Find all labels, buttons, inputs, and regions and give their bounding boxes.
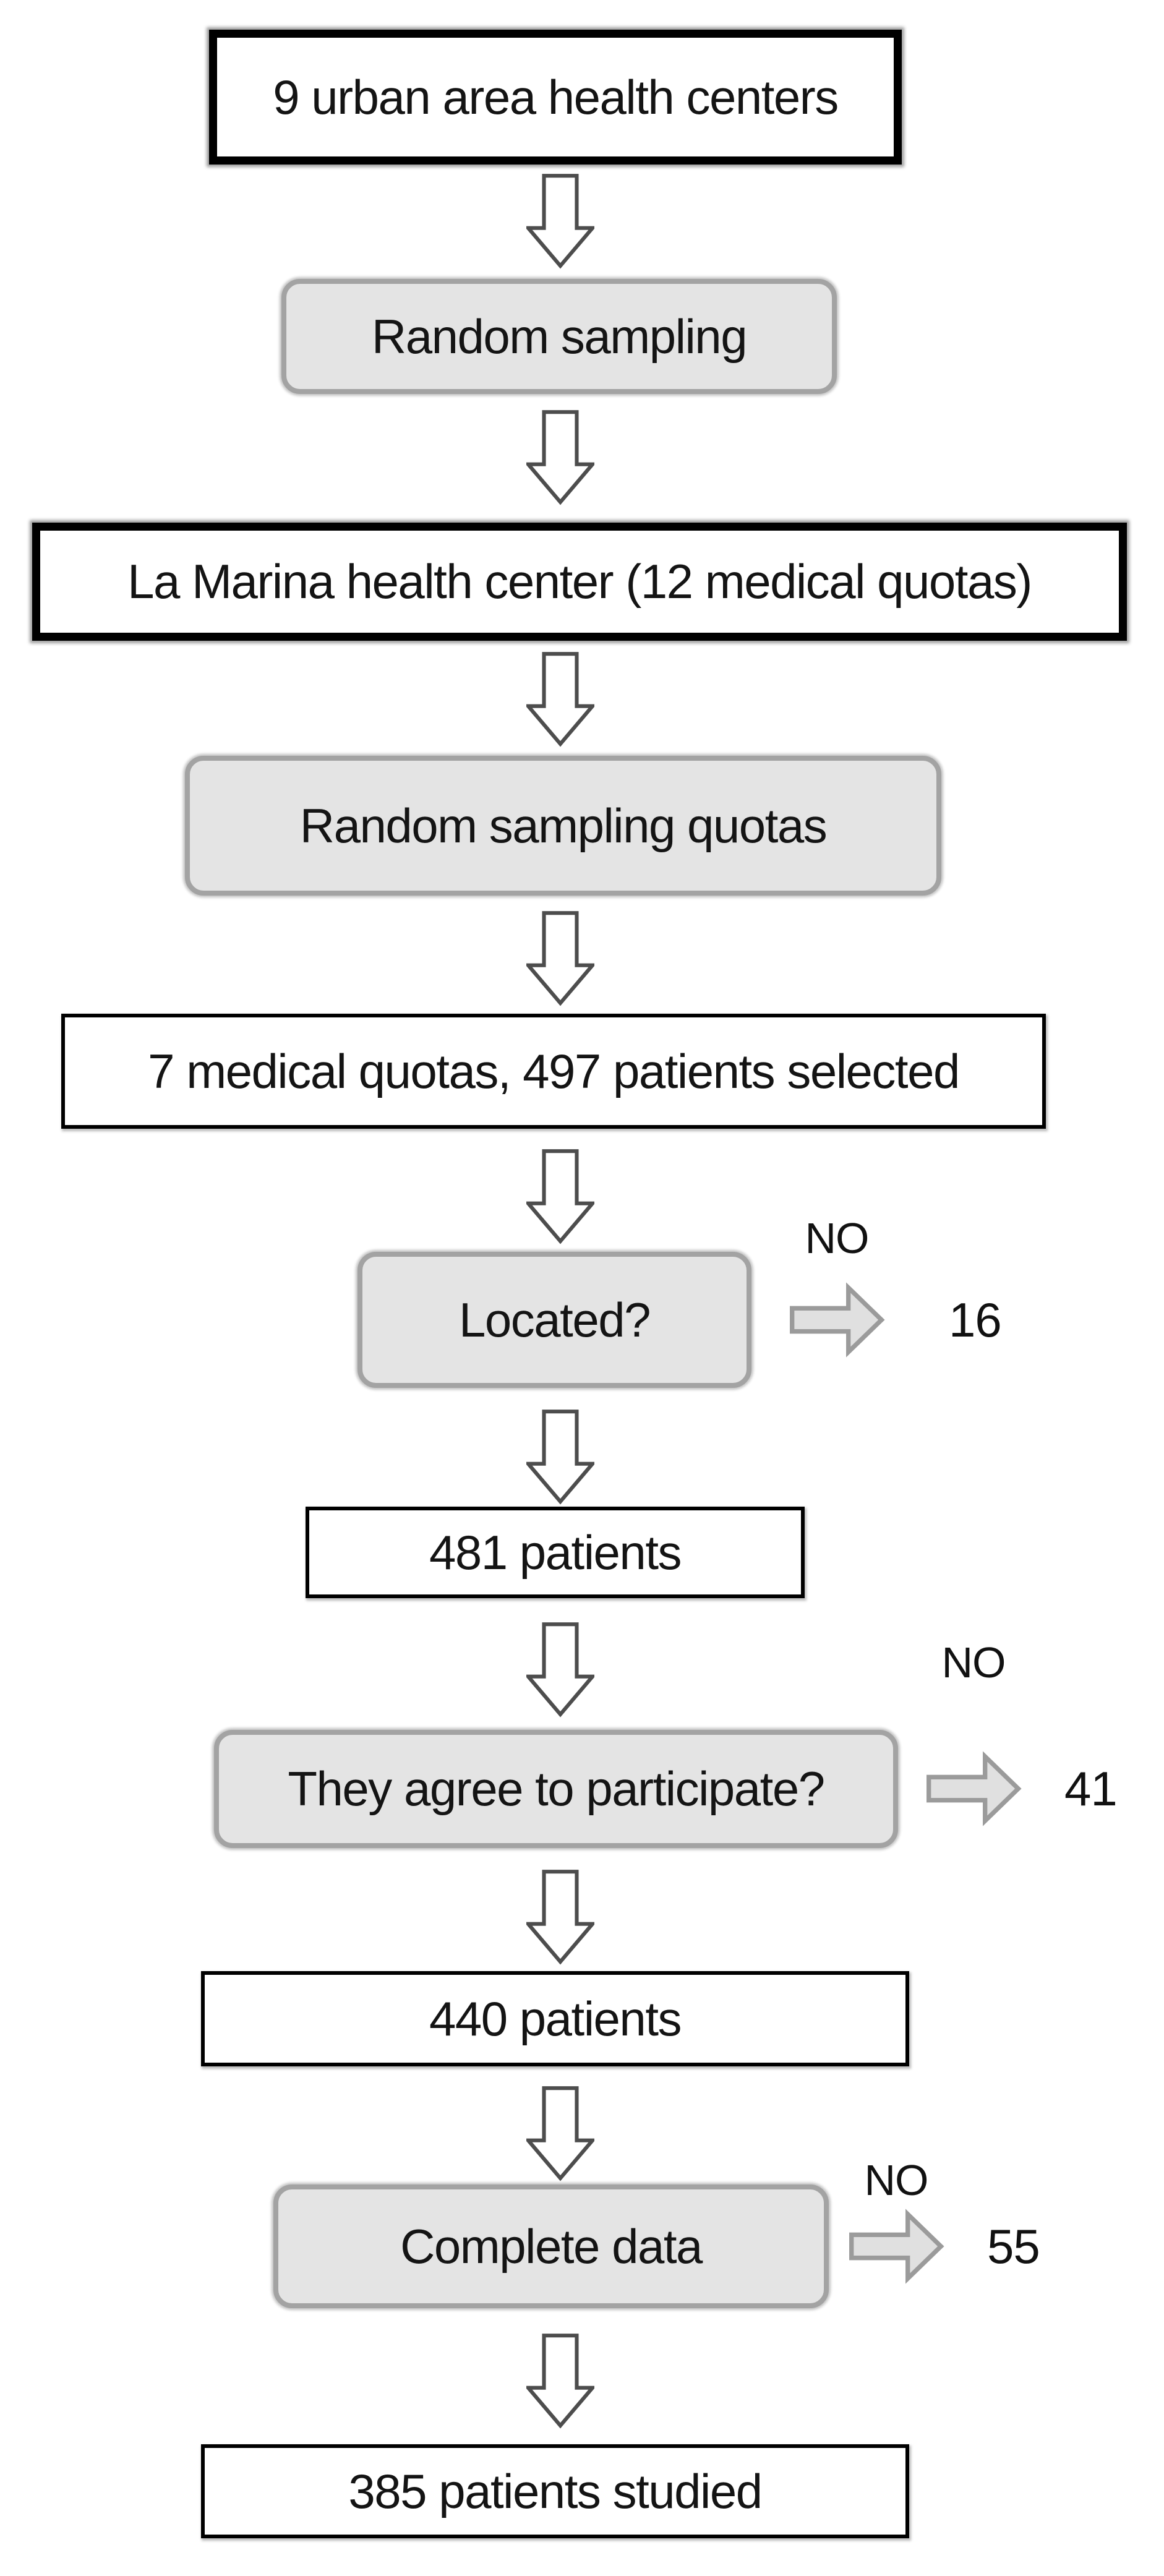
node-la-marina: La Marina health center (12 medical quot…: [32, 523, 1127, 641]
node-patients-440: 440 patients: [201, 1971, 909, 2066]
node-patients-385-label: 385 patients studied: [348, 2463, 763, 2518]
right-arrow-icon: [926, 1751, 1022, 1826]
node-agree-participate-label: They agree to participate?: [288, 1761, 825, 1816]
down-arrow-icon: [526, 2334, 594, 2429]
branch-no-label: NO: [941, 1638, 1006, 1687]
node-quotas-patients-label: 7 medical quotas, 497 patients selected: [148, 1043, 960, 1098]
node-urban-centers-label: 9 urban area health centers: [273, 69, 839, 124]
node-located: Located?: [357, 1252, 751, 1388]
node-la-marina-label: La Marina health center (12 medical quot…: [127, 554, 1032, 609]
node-random-sampling-label: Random sampling: [371, 309, 748, 364]
node-complete-data-label: Complete data: [400, 2219, 703, 2274]
branch-excluded-count: 16: [949, 1293, 1002, 1347]
node-located-label: Located?: [459, 1292, 651, 1347]
down-arrow-icon: [526, 2086, 594, 2181]
down-arrow-icon: [526, 1870, 594, 1965]
node-quotas-patients: 7 medical quotas, 497 patients selected: [61, 1014, 1046, 1129]
node-patients-481-label: 481 patients: [429, 1525, 682, 1580]
node-random-sampling: Random sampling: [281, 279, 837, 394]
down-arrow-icon: [526, 410, 594, 505]
down-arrow-icon: [526, 174, 594, 269]
right-arrow-icon: [790, 1282, 885, 1358]
node-random-sampling-quotas-label: Random sampling quotas: [299, 798, 828, 853]
down-arrow-icon: [526, 1410, 594, 1505]
branch-no-label: NO: [805, 1214, 870, 1262]
branch-excluded-count: 55: [987, 2219, 1040, 2274]
down-arrow-icon: [526, 652, 594, 747]
right-arrow-icon: [849, 2209, 944, 2284]
down-arrow-icon: [526, 911, 594, 1006]
node-complete-data: Complete data: [273, 2184, 829, 2308]
node-patients-440-label: 440 patients: [429, 1991, 682, 2046]
node-urban-centers: 9 urban area health centers: [209, 30, 902, 165]
node-random-sampling-quotas: Random sampling quotas: [185, 756, 941, 896]
node-patients-481: 481 patients: [306, 1507, 805, 1598]
down-arrow-icon: [526, 1149, 594, 1244]
branch-excluded-count: 41: [1064, 1761, 1118, 1816]
branch-no-label: NO: [864, 2156, 929, 2204]
node-patients-385: 385 patients studied: [201, 2444, 909, 2538]
node-agree-participate: They agree to participate?: [214, 1730, 898, 1848]
down-arrow-icon: [526, 1622, 594, 1718]
